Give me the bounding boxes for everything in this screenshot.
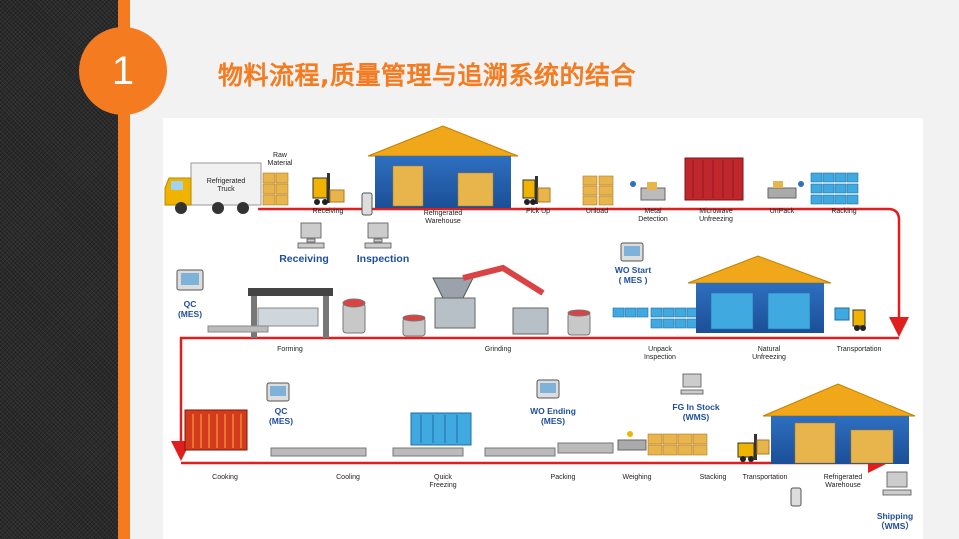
wo-start-label: WO Start( MES ) (614, 265, 652, 285)
flow-graphics (164, 125, 916, 507)
cooking-oven-icon (184, 409, 248, 451)
stacking-label: Stacking (699, 474, 727, 481)
transportation-label: Transportation (742, 474, 788, 481)
qc-mes-label: QC(MES) (268, 406, 294, 426)
computer-icon (680, 373, 704, 395)
grinding-label: Grinding (484, 346, 512, 353)
unload-label: Unload (585, 208, 609, 215)
handheld-scanner-icon (790, 487, 802, 507)
racking-label: Racking (831, 208, 857, 215)
slide-title: 物料流程,质量管理与追溯系统的结合 (218, 61, 636, 90)
cooling-conveyor-icon (270, 447, 464, 457)
mes-terminal-icon (266, 382, 290, 402)
racking-icon (810, 172, 859, 205)
forming-machine-icon (207, 288, 333, 338)
wo-ending-label: WO Ending(MES) (530, 406, 576, 426)
shipping-wms-label: Shipping（WMS） (876, 511, 914, 531)
container-icon (342, 298, 426, 337)
unpack-label: UnPack (769, 208, 795, 215)
fg-in-stock-label: FG In Stock(WMS) (672, 402, 720, 422)
forklift-icon (834, 307, 866, 331)
qc-mes-label: QC(MES) (177, 299, 203, 319)
inspection-system-label: Inspection (356, 253, 410, 265)
quick-freezer-icon (410, 412, 472, 446)
warehouse-icon (367, 125, 519, 208)
boxes-icon (262, 172, 289, 206)
mes-terminal-icon (620, 242, 644, 262)
forming-label: Forming (277, 346, 303, 353)
receiving-system-label: Receiving (279, 253, 329, 265)
packing-label: Packing (550, 474, 576, 481)
pick-up-label: Pick Up (525, 208, 551, 215)
stacking-boxes-icon (647, 433, 708, 456)
refrigerated-truck-icon (164, 162, 262, 214)
transportation-label: Transportation (836, 346, 882, 353)
forklift-icon (522, 176, 551, 205)
warehouse-icon (687, 255, 832, 333)
mes-terminal-icon (536, 379, 560, 399)
receiving-label: Receiving (312, 208, 344, 215)
microwave-unfreezer-icon (684, 157, 744, 201)
weighing-label: Weighing (622, 474, 652, 481)
forklift-icon (737, 434, 770, 462)
packing-conveyor-icon (484, 442, 614, 457)
container-icon (567, 309, 591, 336)
warehouse-icon (762, 383, 916, 464)
computer-icon (297, 222, 392, 249)
unpack-conveyor-icon (767, 181, 804, 199)
boxes-icon (582, 175, 614, 206)
forklift-icon (312, 173, 345, 205)
racking-icon (612, 307, 699, 329)
computer-icon (882, 471, 912, 496)
section-number-badge: 1 (79, 27, 167, 115)
grinder-icon (432, 264, 549, 335)
flow-line (171, 207, 909, 473)
cooling-label: Cooling (336, 474, 360, 481)
cooking-label: Cooking (212, 474, 238, 481)
metal-detector-icon (630, 181, 666, 201)
section-number: 1 (111, 48, 135, 93)
weighing-scale-icon (617, 431, 647, 451)
handheld-scanner-icon (361, 192, 373, 216)
mes-terminal-icon (176, 269, 204, 291)
accent-bar (118, 0, 130, 539)
